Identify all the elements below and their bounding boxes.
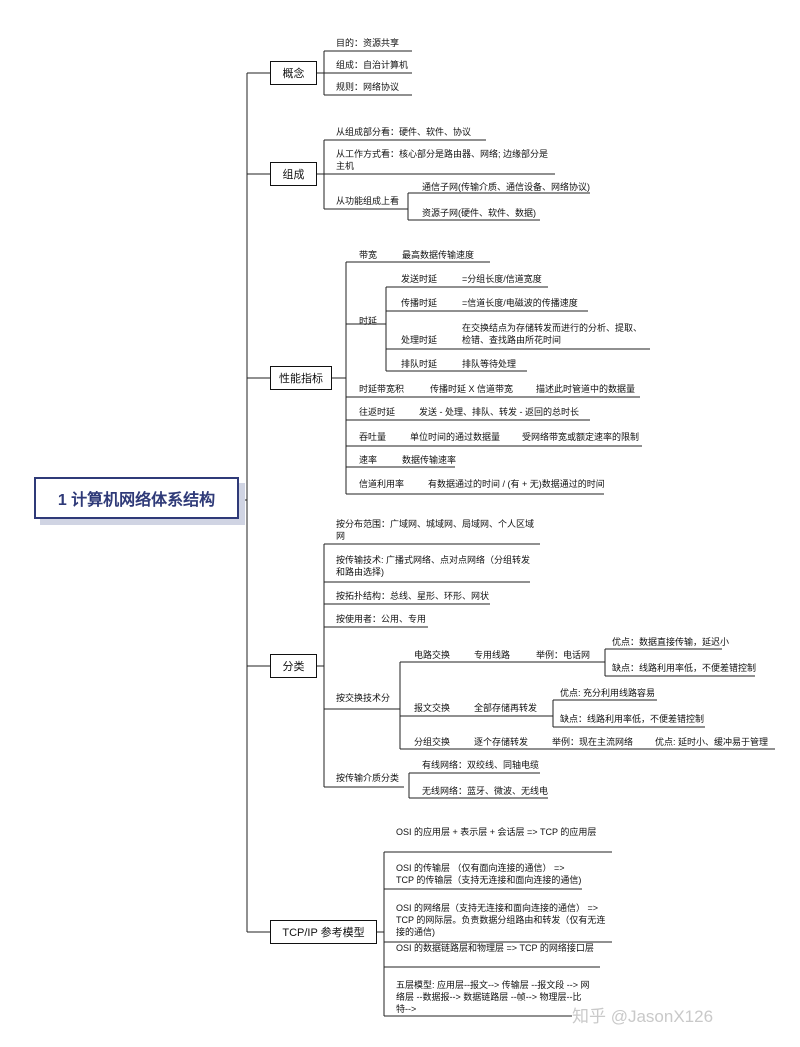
perf-rtt: 往返时延 xyxy=(359,407,396,417)
perf-throughput-limit: 受网络带宽或额定速率的限制 xyxy=(522,432,640,442)
class-circuit-pro: 优点：数据直接传输，延迟小 xyxy=(612,637,730,647)
branch-composition[interactable]: 组成 xyxy=(270,162,317,186)
class-packet-pro: 优点: 延时小、缓冲易于管理 xyxy=(655,737,769,747)
tcpip-network: OSI 的网络层（支持无连接和面向连接的通信） => TCP 的网际层。负责数据… xyxy=(396,903,606,937)
class-message-pro: 优点: 充分利用线路容易 xyxy=(560,688,656,698)
class-circuit-eg: 举例：电话网 xyxy=(536,650,591,660)
perf-proc-delay-desc: 在交换结点为存储转发而进行的分析、提取、检错、查找路由所花时间 xyxy=(462,323,643,345)
branch-classification[interactable]: 分类 xyxy=(270,654,317,678)
class-wireless: 无线网络：蓝牙、微波、无线电 xyxy=(422,786,549,796)
concept-purpose: 目的：资源共享 xyxy=(336,38,400,48)
concept-rules: 规则：网络协议 xyxy=(336,82,400,92)
class-packet: 分组交换 xyxy=(414,737,451,747)
tcpip-link-physical: OSI 的数据链路层和物理层 => TCP 的网络接口层 xyxy=(396,943,594,953)
concept-composition: 组成：自治计算机 xyxy=(336,60,409,70)
composition-comm-subnet: 通信子网(传输介质、通信设备、网络协议) xyxy=(422,182,590,192)
composition-parts: 从组成部分看：硬件、软件、协议 xyxy=(336,127,472,137)
perf-proc-delay: 处理时延 xyxy=(401,335,438,345)
class-circuit-con: 缺点：线路利用率低，不便差错控制 xyxy=(612,663,757,673)
composition-res-subnet: 资源子网(硬件、软件、数据) xyxy=(422,208,536,218)
watermark: 知乎 @JasonX126 xyxy=(572,1007,714,1026)
perf-throughput: 吞吐量 xyxy=(359,432,387,442)
branch-performance[interactable]: 性能指标 xyxy=(270,366,332,390)
class-message-store: 全部存储再转发 xyxy=(474,703,538,713)
composition-work: 从工作方式看：核心部分是路由器、网络; 边缘部分是主机 xyxy=(336,149,549,171)
perf-util-desc: 有数据通过的时间 / (有 + 无)数据通过的时间 xyxy=(428,479,605,489)
perf-queue-delay: 排队时延 xyxy=(401,359,438,369)
class-packet-store: 逐个存储转发 xyxy=(474,737,529,747)
class-message-con: 缺点：线路利用率低，不便差错控制 xyxy=(560,714,705,724)
perf-rate: 速率 xyxy=(359,455,378,465)
class-by-tech: 按传输技术: 广播式网络、点对点网络（分组转发和路由选择) xyxy=(336,555,531,577)
class-circuit: 电路交换 xyxy=(414,650,451,660)
perf-queue-delay-desc: 排队等待处理 xyxy=(462,359,517,369)
perf-bandwidth: 带宽 xyxy=(359,250,378,260)
class-by-topo: 按拓扑结构：总线、星形、环形、网状 xyxy=(336,591,490,601)
tcpip-application: OSI 的应用层 + 表示层 + 会话层 => TCP 的应用层 xyxy=(396,827,597,837)
perf-send-delay: 发送时延 xyxy=(401,274,438,284)
perf-send-delay-desc: =分组长度/信道宽度 xyxy=(462,274,542,284)
class-by-user: 按使用者：公用、专用 xyxy=(336,614,427,624)
class-by-media: 按传输介质分类 xyxy=(336,773,400,783)
class-packet-eg: 举例：现在主流网络 xyxy=(552,737,634,747)
perf-dbp: 时延带宽积 xyxy=(359,384,405,394)
perf-rtt-desc: 发送 - 处理、排队、转发 - 返回的总时长 xyxy=(419,407,579,417)
perf-delay: 时延 xyxy=(359,316,378,326)
composition-function: 从功能组成上看 xyxy=(336,196,400,206)
perf-bandwidth-desc: 最高数据传输速度 xyxy=(402,250,475,260)
class-wired: 有线网络：双绞线、同轴电缆 xyxy=(422,760,540,770)
branch-concept[interactable]: 概念 xyxy=(270,61,317,85)
branch-tcpip[interactable]: TCP/IP 参考模型 xyxy=(270,920,377,944)
perf-prop-delay-desc: =信道长度/电磁波的传播速度 xyxy=(462,298,578,308)
class-message: 报文交换 xyxy=(414,703,451,713)
perf-rate-desc: 数据传输速率 xyxy=(402,455,457,465)
perf-prop-delay: 传播时延 xyxy=(401,298,438,308)
root-node[interactable]: 1 计算机网络体系结构 xyxy=(34,477,239,519)
perf-dbp-formula: 传播时延 X 信道带宽 xyxy=(430,384,514,394)
class-by-range: 按分布范围：广域网、城域网、局域网、个人区域网 xyxy=(336,519,535,541)
tcpip-five-layer: 五层模型: 应用层--报文--> 传输层 --报文段 --> 网络层 --数据报… xyxy=(396,980,590,1014)
class-by-switch: 按交换技术分 xyxy=(336,693,391,703)
perf-dbp-desc: 描述此时管道中的数据量 xyxy=(536,384,636,394)
perf-util: 信道利用率 xyxy=(359,479,405,489)
perf-throughput-desc: 单位时间的通过数据量 xyxy=(410,432,501,442)
class-circuit-line: 专用线路 xyxy=(474,650,511,660)
tcpip-transport: OSI 的传输层 （仅有面向连接的通信） => TCP 的传输层（支持无连接和面… xyxy=(396,863,582,885)
